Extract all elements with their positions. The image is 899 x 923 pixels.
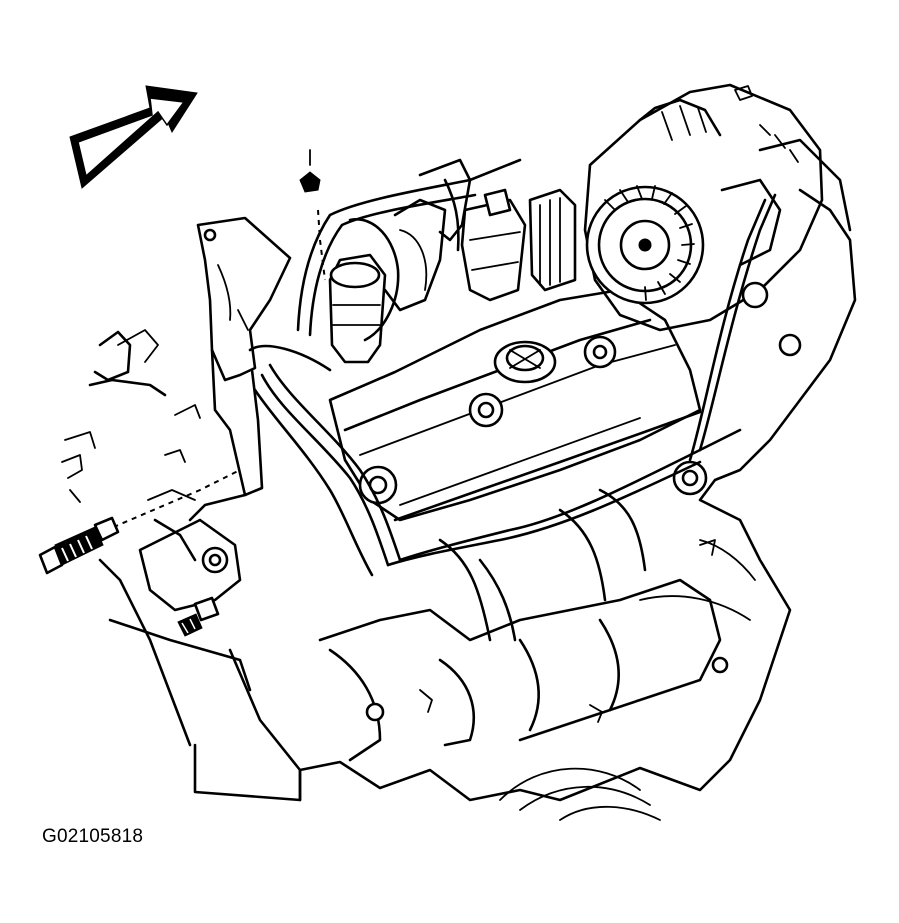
hose-fragments bbox=[62, 330, 200, 502]
engine-mount bbox=[110, 490, 250, 690]
intake-components bbox=[350, 160, 575, 340]
figure-id-label: G02105818 bbox=[42, 826, 144, 847]
valve-cover-bolt-3 bbox=[585, 337, 615, 367]
valve-cover-bolt-1 bbox=[360, 467, 396, 503]
ignition-wires bbox=[250, 160, 775, 640]
lower-bolt bbox=[178, 598, 218, 636]
engine-block bbox=[100, 190, 855, 820]
alternator bbox=[585, 85, 850, 355]
direction-arrow-icon bbox=[70, 86, 197, 188]
ignition-coil bbox=[300, 150, 385, 362]
exhaust-manifold bbox=[320, 540, 727, 760]
valve-cover-bolt-2 bbox=[470, 394, 502, 426]
mount-stud bbox=[40, 518, 118, 573]
mounting-bracket bbox=[190, 218, 290, 520]
oil-filler-cap bbox=[495, 342, 555, 382]
